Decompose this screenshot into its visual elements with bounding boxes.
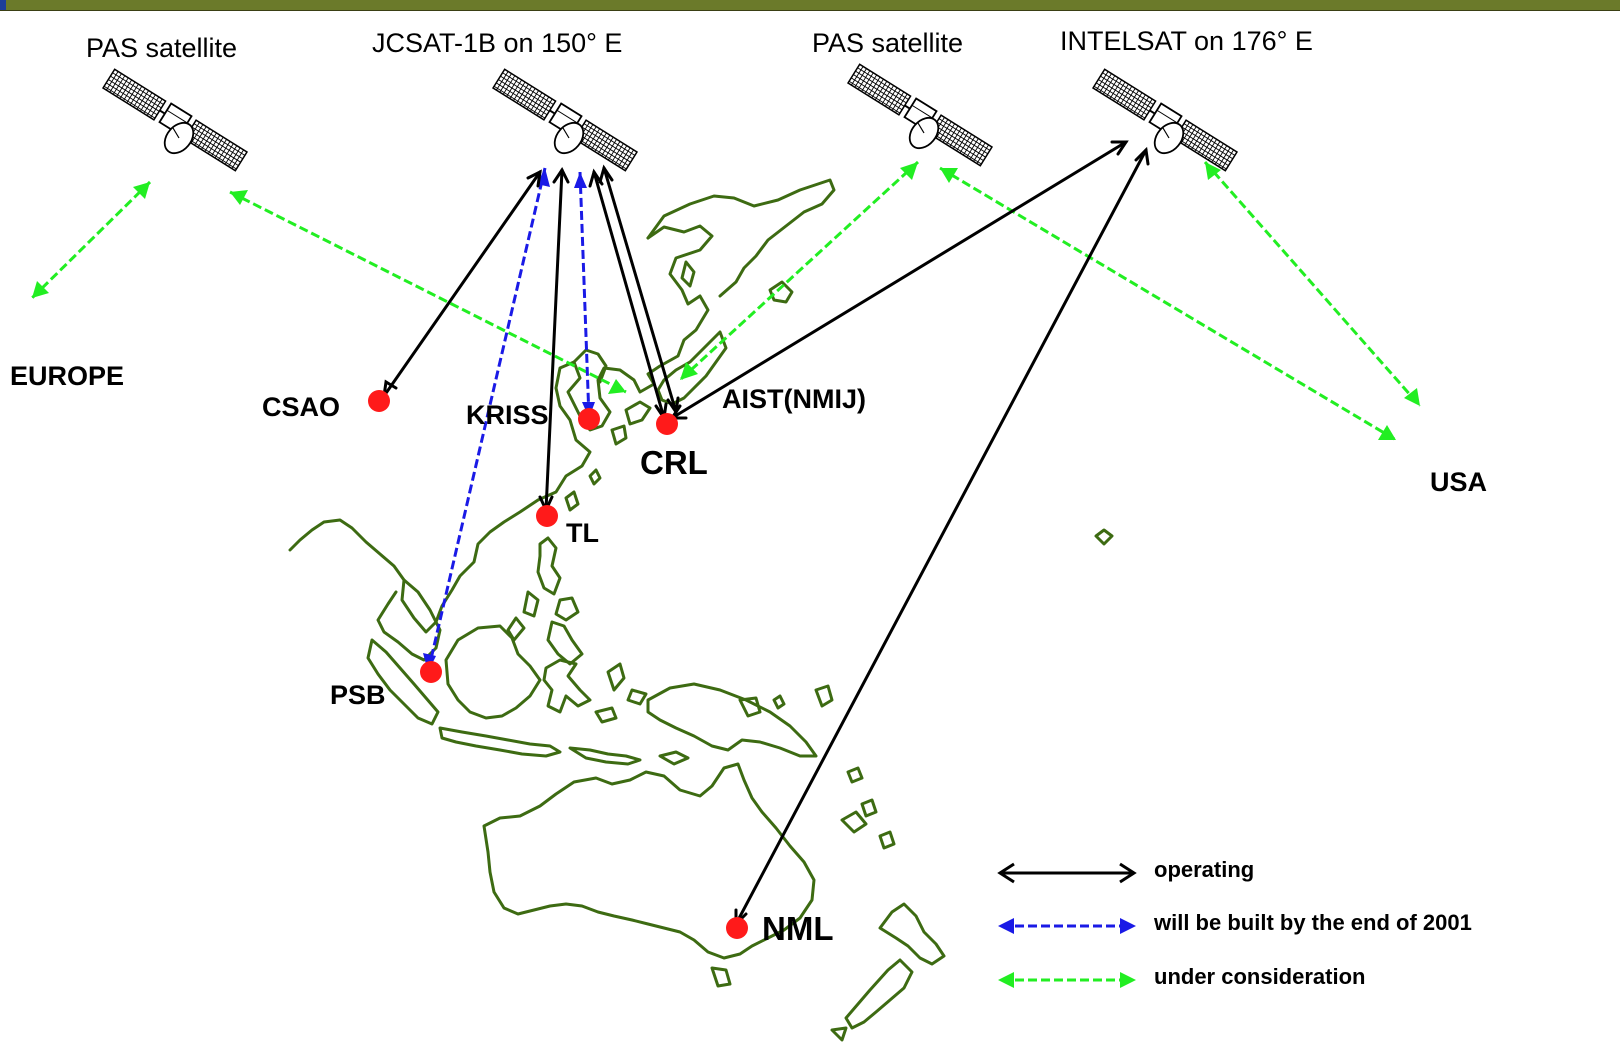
link-intelsat-nml: [734, 148, 1148, 926]
link-intelsat-crl: [670, 140, 1128, 420]
label-kriss: KRISS: [466, 400, 549, 430]
label-pas-left: PAS satellite: [86, 33, 237, 63]
label-csao: CSAO: [262, 392, 340, 422]
legend: operating will be built by the end of 20…: [997, 857, 1472, 989]
link-layer: [30, 140, 1422, 928]
label-aist: AIST(NMIJ): [722, 384, 866, 414]
link-paseast-usa: [939, 166, 1397, 442]
link-jcsat-psb: [426, 167, 547, 673]
link-jcsat-csao: [382, 170, 542, 398]
legend-considered-arrow: [998, 972, 1136, 988]
header-accent: [0, 0, 6, 10]
site-dot-nml: [726, 917, 748, 939]
label-crl: CRL: [640, 444, 708, 481]
site-dot-kriss: [578, 408, 600, 430]
coastline-layer: [288, 178, 1114, 1042]
site-dot-crl: [656, 413, 678, 435]
legend-label-operating: operating: [1154, 857, 1254, 882]
link-jcsat-kriss: [578, 171, 591, 419]
link-europe-pas: [30, 180, 152, 300]
legend-label-planned: will be built by the end of 2001: [1153, 910, 1472, 935]
satellite-icon-intelsat: [1092, 67, 1239, 172]
site-dot-csao: [368, 390, 390, 412]
label-pas-right: PAS satellite: [812, 28, 963, 58]
satellite-icon-jcsat: [492, 67, 639, 172]
header-bar: [0, 0, 1620, 11]
site-dots: [368, 390, 748, 939]
label-usa: USA: [1430, 467, 1487, 497]
site-dot-tl: [536, 505, 558, 527]
legend-operating-arrow: [997, 862, 1137, 884]
label-intelsat: INTELSAT on 176° E: [1060, 26, 1313, 56]
link-jcsat-crl-b: [602, 166, 678, 414]
label-nml: NML: [762, 910, 833, 947]
satellite-icon-pas-left: [102, 67, 249, 172]
link-pas-crl: [229, 190, 627, 394]
link-intelsat-usa: [1203, 161, 1422, 407]
label-tl: TL: [566, 518, 599, 548]
label-europe: EUROPE: [10, 361, 124, 391]
site-dot-psb: [420, 661, 442, 683]
link-jcsat-tl: [544, 168, 564, 512]
link-jcsat-crl-a: [592, 170, 666, 420]
label-psb: PSB: [330, 680, 386, 710]
link-paseast-crl: [678, 160, 920, 382]
label-jcsat: JCSAT-1B on 150° E: [372, 28, 622, 58]
legend-label-considered: under consideration: [1154, 964, 1365, 989]
satellite-icon-pas-right: [847, 62, 994, 167]
legend-planned-arrow: [998, 918, 1136, 934]
